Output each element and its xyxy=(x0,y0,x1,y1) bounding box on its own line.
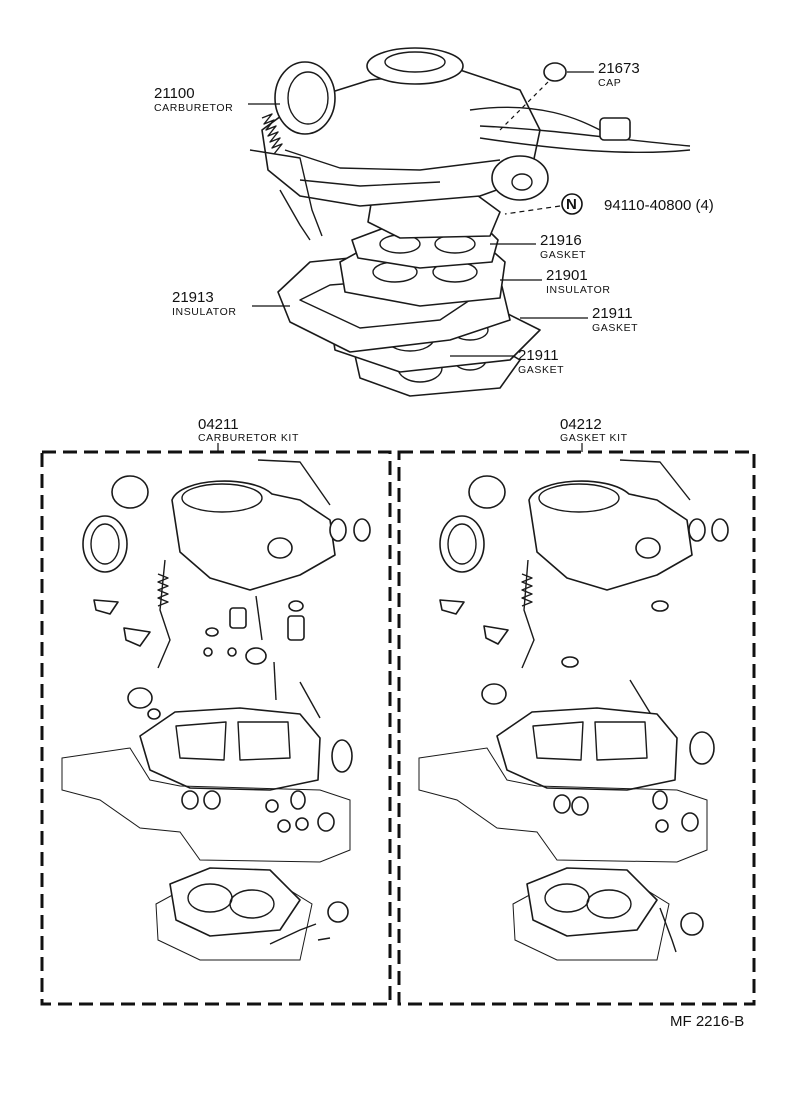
new-part-badge-icon xyxy=(561,193,583,215)
kit-label-carburetor: 04211 CARBURETOR KIT xyxy=(198,416,299,452)
carburetor-number: 21100 xyxy=(154,85,195,102)
kit-label-gasket: 04212 GASKET KIT xyxy=(560,416,628,452)
gasket-kit-name: GASKET KIT xyxy=(560,432,628,444)
cap-shape xyxy=(543,62,567,82)
callout-insulator-upper: 21901 INSULATOR xyxy=(500,267,611,296)
insulator-upper-name: INSULATOR xyxy=(546,284,611,296)
callout-gasket-low: 21911 GASKET xyxy=(450,347,564,376)
gasket-low-name: GASKET xyxy=(518,364,564,376)
gasket-upper-number: 21916 xyxy=(540,232,582,249)
carburetor-name: CARBURETOR xyxy=(154,102,233,114)
gasket-kit-box xyxy=(397,450,756,1006)
diaphragm-chamber-shape xyxy=(274,61,336,135)
callout-gasket-upper: 21916 GASKET xyxy=(490,232,586,261)
callout-insulator-left: 21913 INSULATOR xyxy=(172,289,290,318)
figure-code: MF 2216-B xyxy=(670,1013,744,1030)
actuator-shape xyxy=(491,155,549,201)
bolt-number: 94110-40800 (4) xyxy=(604,197,714,214)
callout-cap: 21673 CAP xyxy=(567,60,640,89)
callout-bolt: N 94110-40800 (4) xyxy=(561,193,714,215)
cap-number: 21673 xyxy=(598,60,640,77)
carburetor-kit-number: 04211 xyxy=(198,416,239,433)
carburetor-kit-parts-illustration xyxy=(61,459,371,961)
callout-gasket-mid: 21911 GASKET xyxy=(520,305,638,334)
bolt-badge: N xyxy=(566,196,577,213)
carburetor-kit-box xyxy=(40,450,392,1006)
gasket-kit-parts-illustration xyxy=(418,459,729,961)
connector-shape xyxy=(599,117,631,141)
gasket-kit-number: 04212 xyxy=(560,416,602,433)
insulator-left-name: INSULATOR xyxy=(172,306,237,318)
insulator-upper-number: 21901 xyxy=(546,267,588,284)
insulator-left-number: 21913 xyxy=(172,289,214,306)
air-horn-shape xyxy=(366,47,464,85)
gasket-upper-name: GASKET xyxy=(540,249,586,261)
gasket-mid-number: 21911 xyxy=(592,305,633,322)
gasket-mid-name: GASKET xyxy=(592,322,638,334)
carburetor-assembly-illustration xyxy=(249,47,691,397)
carburetor-kit-name: CARBURETOR KIT xyxy=(198,432,299,444)
callout-carburetor: 21100 CARBURETOR xyxy=(154,85,280,114)
gasket-low-number: 21911 xyxy=(518,347,559,364)
cap-name: CAP xyxy=(598,77,621,89)
